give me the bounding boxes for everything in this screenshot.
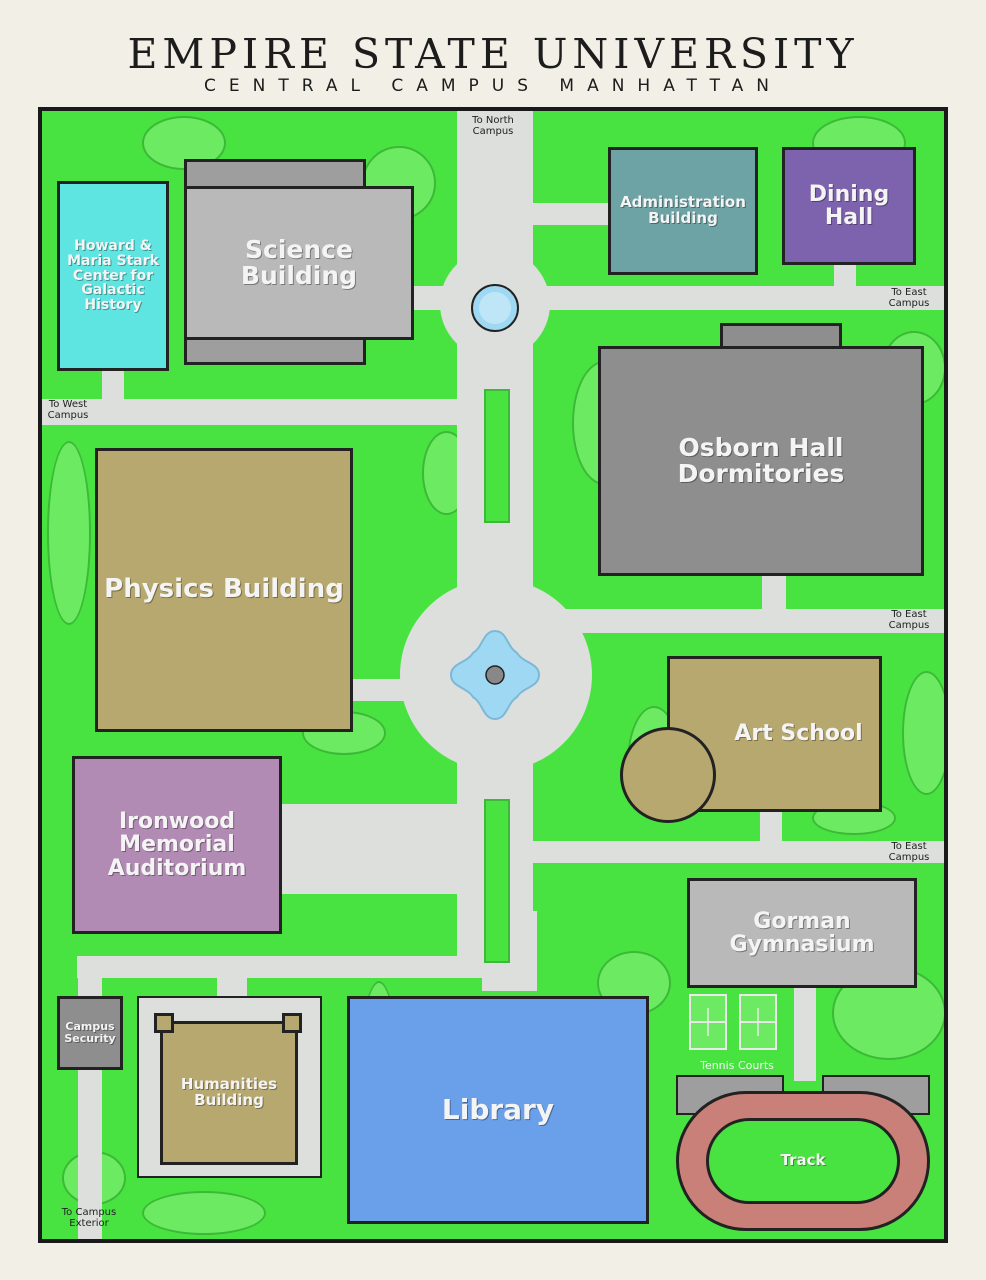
path-osborn-connector (762, 571, 786, 616)
dining-hall[interactable]: Dining Hall (782, 147, 916, 265)
humanities-tower-left (154, 1013, 174, 1033)
tennis-court[interactable] (739, 994, 777, 1050)
tennis-courts-label: Tennis Courts (700, 1059, 774, 1072)
path-south-horizontal (77, 956, 497, 978)
path-physics-connector (347, 679, 417, 701)
stark-center[interactable]: Howard & Maria Stark Center for Galactic… (57, 181, 169, 371)
median (484, 389, 510, 523)
path-dining-connector (834, 261, 856, 291)
tree (902, 671, 944, 795)
path-east-lower (533, 841, 944, 863)
science-wing-top (184, 159, 366, 189)
osborn-hall[interactable]: Osborn Hall Dormitories (598, 346, 924, 576)
to-north-campus-label: To North Campus (472, 115, 514, 137)
science-building[interactable]: Science Building (184, 186, 414, 340)
campus-security-label: Campus Security (64, 1020, 116, 1045)
path-humanities-connector (217, 961, 247, 1001)
humanities-building-label: Humanities Building (180, 1075, 278, 1109)
osborn-hall-label: Osborn Hall Dormitories (677, 432, 845, 488)
physics-building-label: Physics Building (104, 574, 344, 605)
path-ironwood (282, 804, 482, 894)
map-title: EMPIRE STATE UNIVERSITY (127, 30, 859, 78)
campus-map: Howard & Maria Stark Center for Galactic… (38, 107, 948, 1243)
humanities-tower-right (282, 1013, 302, 1033)
physics-building[interactable]: Physics Building (95, 448, 353, 732)
administration-building-label: Administration Building (620, 193, 746, 227)
median (484, 799, 510, 963)
to-campus-exterior-label: To Campus Exterior (61, 1207, 117, 1229)
stark-center-label: Howard & Maria Stark Center for Galactic… (67, 238, 159, 314)
ironwood-auditorium-label: Ironwood Memorial Auditorium (107, 809, 247, 881)
humanities-building[interactable]: Humanities Building (160, 1021, 298, 1165)
library[interactable]: Library (347, 996, 649, 1224)
path-stark-connector (102, 366, 124, 406)
to-west-campus-label: To West Campus (47, 399, 89, 421)
ironwood-auditorium[interactable]: Ironwood Memorial Auditorium (72, 756, 282, 934)
dining-hall-label: Dining Hall (808, 181, 890, 230)
science-building-label: Science Building (240, 234, 358, 290)
tree (47, 441, 91, 625)
art-school-rotunda (620, 727, 716, 823)
art-school-label: Art School (734, 721, 863, 747)
to-east-campus-label: To East Campus (888, 841, 930, 863)
library-label: Library (441, 1093, 555, 1127)
path-art-connector (760, 811, 782, 846)
track-label: Track (780, 1151, 826, 1170)
map-subtitle: CENTRAL CAMPUS MANHATTAN (204, 76, 782, 96)
path-gym-vertical (794, 986, 816, 1081)
tree (142, 1191, 266, 1235)
campus-security[interactable]: Campus Security (57, 996, 123, 1070)
to-east-campus-label: To East Campus (888, 287, 930, 309)
track-field: Track (706, 1118, 900, 1204)
gorman-gymnasium-label: Gorman Gymnasium (729, 908, 875, 957)
tennis-court[interactable] (689, 994, 727, 1050)
administration-building[interactable]: Administration Building (608, 147, 758, 275)
central-fountain (449, 629, 541, 721)
path-east-middle (533, 609, 944, 633)
north-fountain (471, 284, 519, 332)
path-admin-connector (533, 203, 613, 225)
gorman-gymnasium[interactable]: Gorman Gymnasium (687, 878, 917, 988)
to-east-campus-label: To East Campus (888, 609, 930, 631)
